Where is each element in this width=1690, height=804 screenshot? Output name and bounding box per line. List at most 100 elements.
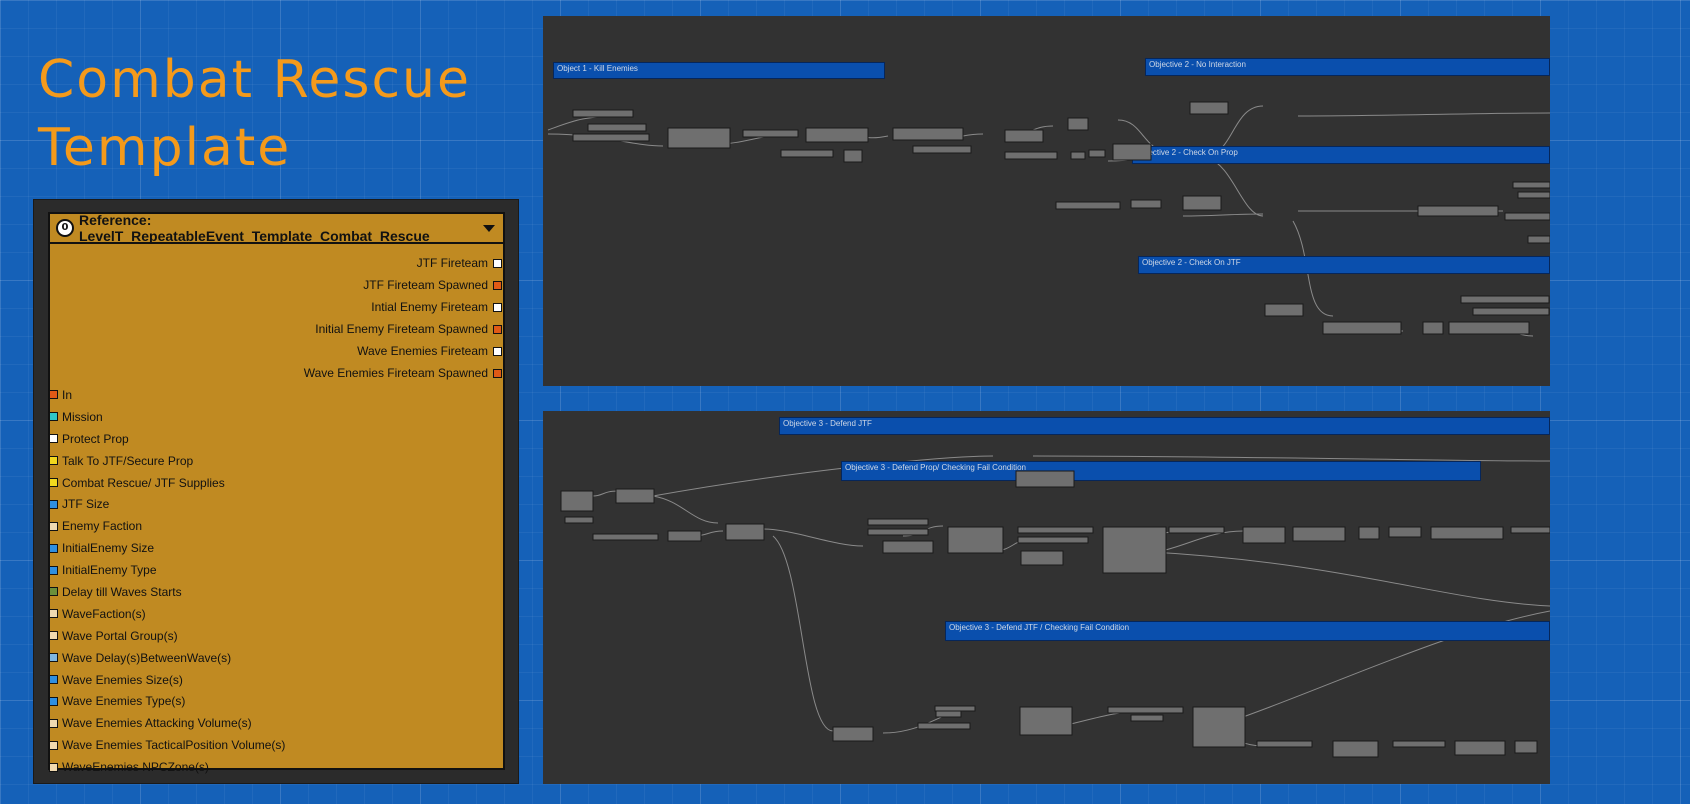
input-pin-label: Wave Enemies Size(s): [62, 672, 183, 687]
reference-node-title: Reference: LevelT_RepeatableEvent_Templa…: [79, 212, 430, 244]
comment-frame[interactable]: Objective 2 - No Interaction: [1145, 58, 1550, 76]
comment-frame[interactable]: Objective 3 - Defend JTF: [779, 417, 1550, 435]
pin-socket-icon[interactable]: [49, 631, 58, 641]
input-pin-label: Protect Prop: [62, 431, 129, 446]
pin-socket-icon[interactable]: [49, 675, 58, 685]
reference-icon: 0: [56, 219, 74, 237]
input-pin[interactable]: Mission: [49, 406, 503, 428]
pin-socket-icon[interactable]: [49, 412, 58, 422]
chevron-down-icon[interactable]: [483, 224, 495, 232]
graph-nodes-bottom: [560, 470, 1550, 758]
input-pin[interactable]: Talk To JTF/Secure Prop: [49, 450, 503, 472]
reference-node-container: 0 Reference: LevelT_RepeatableEvent_Temp…: [33, 199, 519, 784]
reference-node-header[interactable]: 0 Reference: LevelT_RepeatableEvent_Temp…: [50, 212, 503, 244]
pin-socket-icon[interactable]: [493, 324, 502, 334]
comment-frame-label: Objective 2 - Check On Prop: [1136, 148, 1238, 157]
pin-socket-icon[interactable]: [49, 565, 58, 575]
input-pin[interactable]: JTF Size: [49, 493, 503, 515]
output-pin[interactable]: Wave Enemies Fireteam: [50, 340, 503, 362]
input-pin-label: WaveEnemies NPCZone(s): [62, 760, 209, 775]
input-pin[interactable]: Wave Enemies TacticalPosition Volume(s): [49, 734, 503, 756]
input-pin[interactable]: Delay till Waves Starts: [49, 581, 503, 603]
input-pin-label: Wave Enemies Attacking Volume(s): [62, 716, 252, 731]
input-pin-label: Wave Delay(s)BetweenWave(s): [62, 650, 232, 665]
pin-socket-icon[interactable]: [49, 653, 58, 663]
input-pin[interactable]: Wave Enemies Attacking Volume(s): [49, 712, 503, 734]
output-pin[interactable]: Intial Enemy Fireteam: [50, 296, 503, 318]
comment-frame[interactable]: Objective 2 - Check On Prop: [1132, 146, 1550, 164]
pin-socket-icon[interactable]: [49, 456, 58, 466]
comment-frame-label: Objective 2 - Check On JTF: [1142, 258, 1241, 267]
pin-socket-icon[interactable]: [493, 258, 502, 268]
output-pin[interactable]: JTF Fireteam Spawned: [50, 274, 503, 296]
pin-socket-icon[interactable]: [49, 390, 58, 400]
pin-socket-icon[interactable]: [49, 740, 58, 750]
pin-socket-icon[interactable]: [493, 302, 502, 312]
input-pin[interactable]: Wave Enemies Type(s): [49, 690, 503, 712]
pin-socket-icon[interactable]: [49, 587, 58, 597]
comment-frame[interactable]: Objective 3 - Defend JTF / Checking Fail…: [945, 621, 1550, 641]
input-pin[interactable]: Wave Portal Group(s): [49, 625, 503, 647]
pin-socket-icon[interactable]: [49, 478, 58, 487]
input-pin-label: Enemy Faction: [62, 519, 143, 534]
pin-socket-icon[interactable]: [49, 696, 58, 706]
pin-socket-icon[interactable]: [493, 280, 502, 290]
input-pin[interactable]: InitialEnemy Size: [49, 537, 503, 559]
output-pin-label: Wave Enemies Fireteam: [357, 344, 488, 358]
reference-node[interactable]: 0 Reference: LevelT_RepeatableEvent_Temp…: [48, 212, 505, 774]
output-pin[interactable]: JTF Fireteam: [50, 252, 503, 274]
input-pin-label: InitialEnemy Type: [62, 563, 157, 578]
input-pin-label: JTF Size: [62, 497, 110, 512]
output-pin-label: Wave Enemies Fireteam Spawned: [303, 366, 488, 380]
comment-frame[interactable]: Objective 3 - Defend Prop/ Checking Fail…: [841, 461, 1481, 481]
pin-socket-icon[interactable]: [49, 499, 58, 509]
pin-socket-icon[interactable]: [49, 434, 58, 444]
page-title-line-1: Combat Rescue: [38, 50, 471, 110]
page-title: Combat Rescue Template: [38, 46, 471, 182]
pin-socket-icon[interactable]: [493, 368, 502, 378]
comment-frame[interactable]: Objective 2 - Check On JTF: [1138, 256, 1550, 274]
input-pin-label: Wave Enemies Type(s): [62, 694, 186, 709]
graph-panel-bottom[interactable]: Objective 3 - Defend JTF Objective 3 - De…: [543, 411, 1550, 784]
pin-socket-icon[interactable]: [49, 762, 58, 772]
input-pin[interactable]: Protect Prop: [49, 428, 503, 450]
input-pin-label: Combat Rescue/ JTF Supplies: [62, 475, 225, 490]
pin-socket-icon[interactable]: [493, 346, 502, 356]
input-pin[interactable]: Enemy Faction: [49, 515, 503, 537]
comment-frame-label: Objective 3 - Defend JTF: [783, 419, 872, 428]
output-pin-label: JTF Fireteam: [416, 256, 488, 270]
comment-frame-label: Object 1 - Kill Enemies: [557, 64, 638, 73]
input-pin[interactable]: Combat Rescue/ JTF Supplies: [49, 472, 503, 494]
input-pin-label: Wave Enemies TacticalPosition Volume(s): [62, 738, 286, 753]
graph-nodes-top: [572, 101, 1550, 335]
output-pin-label: Intial Enemy Fireteam: [371, 300, 488, 314]
pin-socket-icon[interactable]: [49, 521, 58, 531]
comment-frame-label: Objective 3 - Defend JTF / Checking Fail…: [949, 623, 1130, 632]
input-pin-label: Talk To JTF/Secure Prop: [62, 453, 194, 468]
input-pin-label: WaveFaction(s): [62, 606, 146, 621]
output-pin-label: Initial Enemy Fireteam Spawned: [315, 322, 488, 336]
input-pin-label: Wave Portal Group(s): [62, 628, 178, 643]
comment-frame-label: Objective 2 - No Interaction: [1149, 60, 1246, 69]
pin-socket-icon[interactable]: [49, 543, 58, 553]
input-pin[interactable]: WaveEnemies NPCZone(s): [49, 756, 503, 778]
input-pin-label: Delay till Waves Starts: [62, 584, 182, 599]
comment-frame[interactable]: Object 1 - Kill Enemies: [553, 62, 885, 79]
output-pin[interactable]: Wave Enemies Fireteam Spawned: [50, 362, 503, 384]
output-pin-label: JTF Fireteam Spawned: [363, 278, 488, 292]
input-pin[interactable]: WaveFaction(s): [49, 603, 503, 625]
input-pin-label: Mission: [62, 409, 103, 424]
page-title-line-2: Template: [38, 118, 292, 178]
input-pin-label: In: [62, 387, 73, 402]
pin-socket-icon[interactable]: [49, 609, 58, 619]
output-pin[interactable]: Initial Enemy Fireteam Spawned: [50, 318, 503, 340]
input-pin[interactable]: In: [49, 384, 503, 406]
input-pin-label: InitialEnemy Size: [62, 541, 155, 556]
pin-socket-icon[interactable]: [49, 718, 58, 728]
input-pin[interactable]: InitialEnemy Type: [49, 559, 503, 581]
graph-panel-top[interactable]: Object 1 - Kill Enemies Objective 2 - No …: [543, 16, 1550, 386]
input-pin[interactable]: Wave Delay(s)BetweenWave(s): [49, 647, 503, 669]
input-pin[interactable]: Wave Enemies Size(s): [49, 669, 503, 691]
